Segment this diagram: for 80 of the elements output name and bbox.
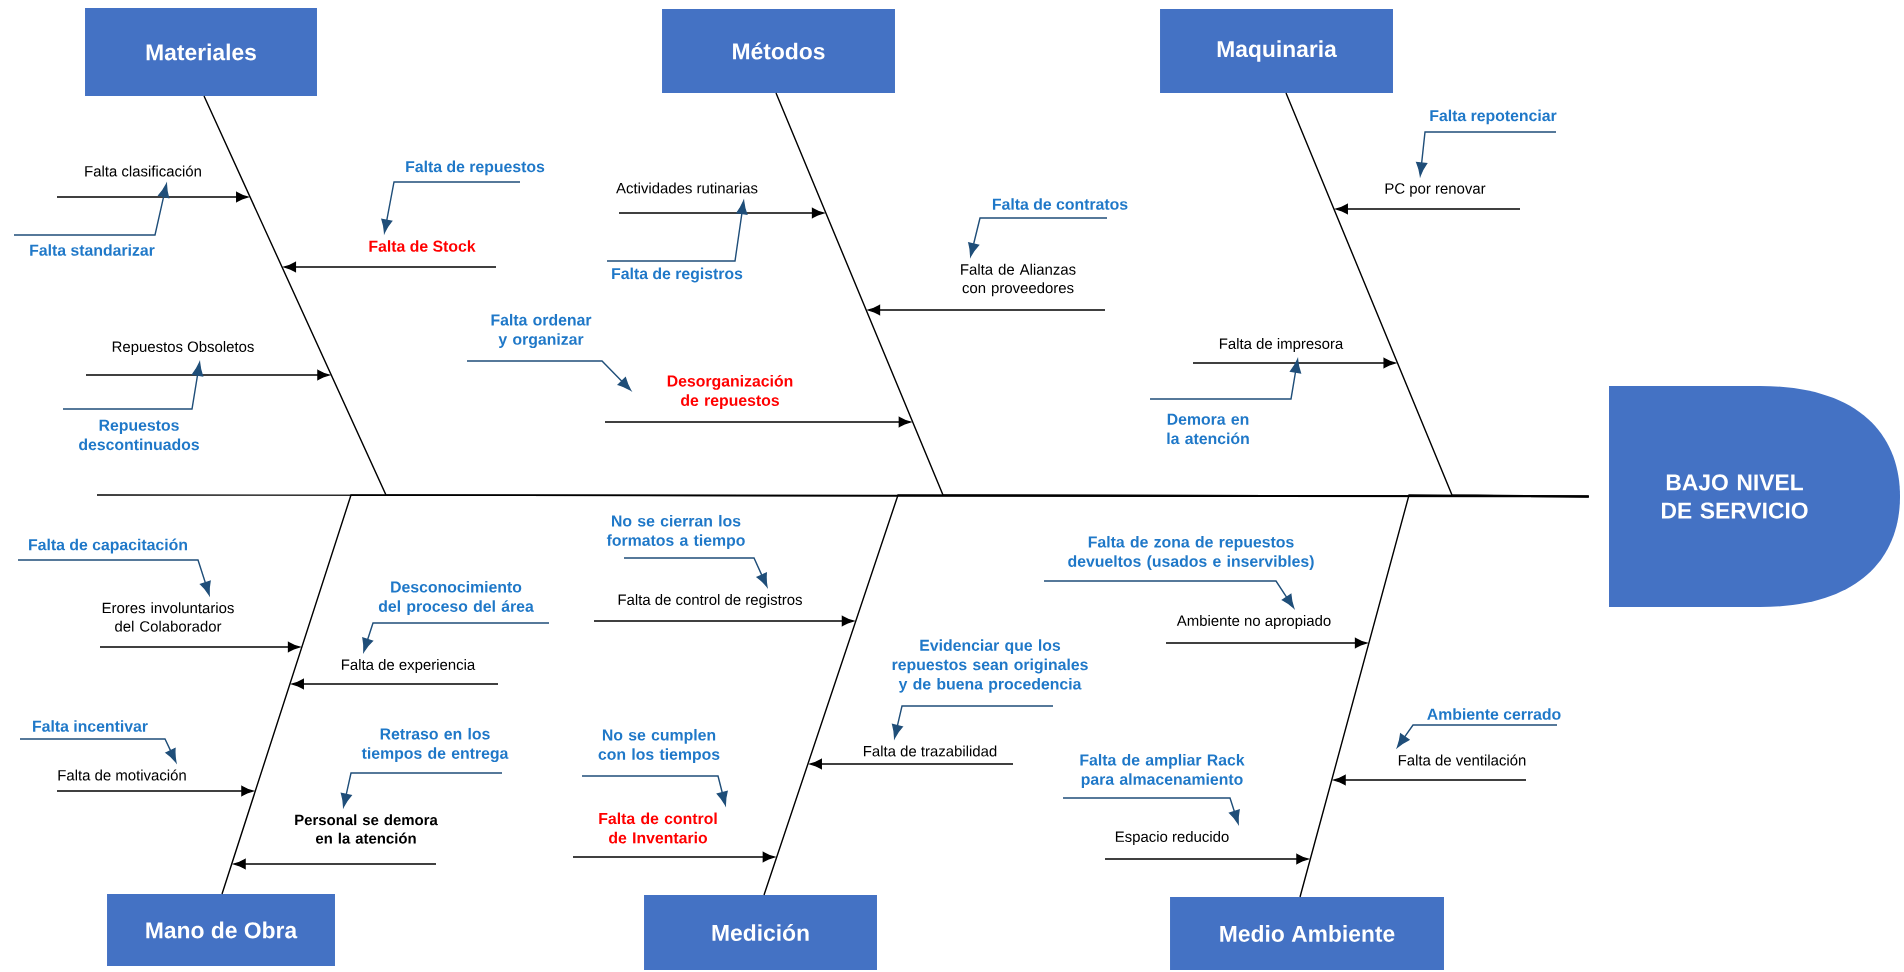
cause-label: Desorganización de repuestos [667, 374, 793, 410]
leader-arrow [362, 622, 550, 652]
sub-cause-label: Falta de contratos [992, 198, 1128, 210]
cause-arrow [572, 851, 775, 863]
leader-arrow [1062, 797, 1240, 824]
cause-arrow [56, 191, 249, 203]
cause-label: Falta clasificación [85, 165, 201, 177]
cause-arrow [1165, 637, 1367, 649]
cause-label: Ambiente no apropiado [1176, 615, 1331, 629]
cause-arrow [56, 785, 254, 797]
leader-arrow [62, 362, 204, 410]
cause-arrow [85, 369, 330, 381]
sub-cause-label: Demora en la atención [1167, 413, 1249, 445]
cause-label: Falta de Stock [369, 240, 476, 252]
leader-arrow [968, 217, 1108, 257]
sub-cause-label: Falta de ampliar Rack para almacenamiento [1080, 753, 1245, 789]
sub-cause-label: Falta standarizar [30, 244, 155, 256]
cause-arrow [99, 641, 300, 653]
cause-arrow [284, 261, 497, 273]
cause-arrow [593, 615, 854, 627]
sub-cause-label: No se cierran los formatos a tiempo [606, 514, 745, 549]
category-box: Materiales [85, 8, 317, 96]
cause-label: PC por renovar [1385, 183, 1486, 197]
sub-cause-label: Retraso en los tiempos de entrega [361, 727, 509, 763]
cause-label: Erores involuntarios del Colaborador [102, 602, 234, 632]
cause-label: Falta de Alianzas con proveedores [961, 263, 1076, 297]
sub-cause-label: Ambiente cerrado [1427, 708, 1561, 720]
sub-cause-label: Falta incentivar [33, 720, 148, 732]
leader-arrow [891, 705, 1054, 739]
category-box: Medición [644, 895, 877, 970]
cause-arrow [618, 207, 824, 219]
cause-arrow [1335, 203, 1521, 215]
category-box: Métodos [662, 9, 895, 93]
cause-label: Falta de control de Inventario [599, 812, 717, 844]
cause-label: Repuestos Obsoletos [112, 341, 254, 355]
cause-label: Personal se demora en la atención [295, 814, 438, 844]
leader-arrow [1043, 580, 1295, 609]
leader-arrow [1416, 131, 1557, 177]
leader-arrow [1149, 359, 1302, 400]
cause-label: Falta de ventilación [1398, 754, 1526, 766]
category-box: Medio Ambiente [1170, 897, 1444, 970]
cause-arrow [604, 416, 911, 428]
cause-arrow [1192, 357, 1396, 369]
cause-arrow [291, 678, 499, 690]
cause-label: Falta de motivación [58, 769, 186, 781]
leader-arrow [1396, 724, 1558, 748]
cause-arrow [809, 758, 1014, 770]
category-box: Mano de Obra [107, 894, 335, 966]
cause-label: Espacio reducido [1115, 831, 1229, 845]
cause-arrow [1104, 853, 1309, 865]
leader-arrow [381, 181, 521, 234]
sub-cause-label: No se cumplen con los tiempos [598, 728, 720, 764]
cause-label: Falta de trazabilidad [864, 745, 997, 757]
leader-arrow [606, 200, 748, 262]
cause-label: Actividades rutinarias [616, 182, 758, 194]
sub-cause-label: Falta de repuestos [406, 160, 545, 176]
sub-cause-label: Falta repotenciar [1430, 109, 1557, 125]
sub-cause-label: Falta de capacitación [29, 538, 187, 554]
cause-arrow [1333, 774, 1527, 786]
leader-arrow [466, 360, 632, 391]
sub-cause-label: Repuestos descontinuados [79, 419, 199, 451]
leader-arrow [623, 557, 768, 588]
cause-label: Falta de impresora [1219, 338, 1344, 352]
category-box: Maquinaria [1160, 9, 1393, 93]
sub-cause-label: Desconocimiento del proceso del área [378, 580, 534, 615]
sub-cause-label: Falta de registros [612, 267, 743, 283]
leader-arrow [17, 559, 211, 596]
leader-arrow [581, 775, 728, 806]
category-bone [1299, 494, 1590, 898]
effect-head: BAJO NIVEL DE SERVICIO [1609, 386, 1900, 607]
sub-cause-label: Evidenciar que los repuestos sean originales y de buena procedencia [892, 639, 1088, 693]
leader-arrow [19, 738, 177, 763]
cause-label: Falta de experiencia [342, 659, 476, 673]
cause-arrow [233, 858, 437, 870]
leader-arrow [340, 772, 503, 808]
leader-arrow [13, 183, 170, 236]
sub-cause-label: Falta de zona de repuestos devueltos (usados e inservibles) [1068, 535, 1314, 570]
cause-arrow [868, 304, 1106, 316]
sub-cause-label: Falta ordenar y organizar [491, 313, 592, 349]
cause-label: Falta de control de registros [618, 594, 802, 608]
